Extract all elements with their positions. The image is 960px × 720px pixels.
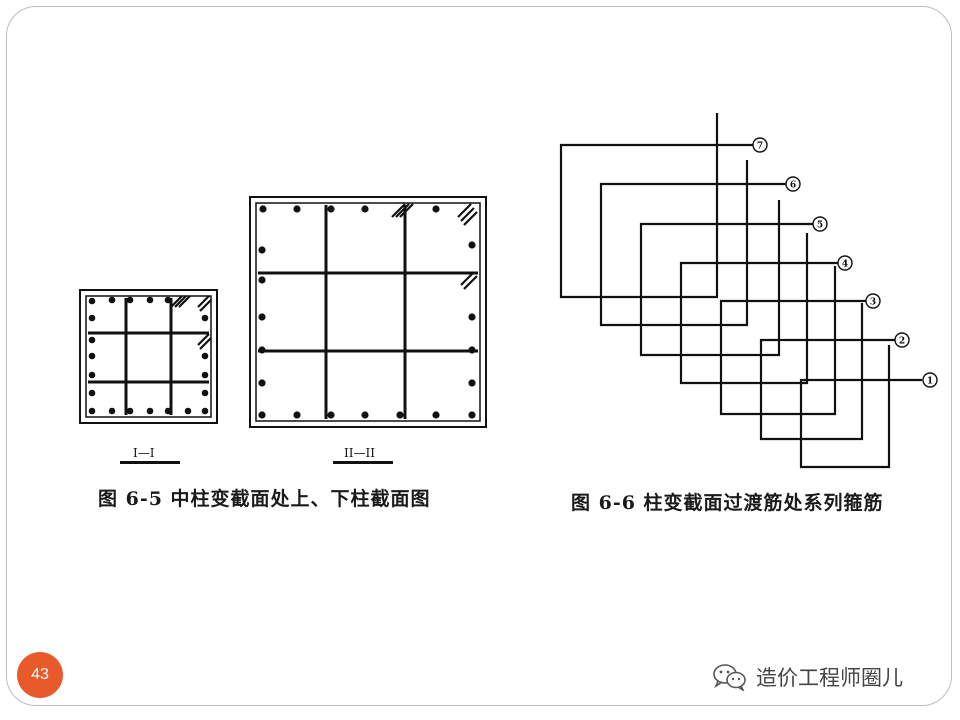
section-1-hooks: [170, 295, 212, 350]
stirrup-label-2: 2: [899, 337, 905, 347]
figure-6-5-caption: 图 6-5 中柱变截面处上、下柱截面图: [98, 488, 431, 510]
stirrup-label-5: 5: [817, 221, 823, 231]
section-2-rebars: [258, 205, 476, 419]
stirrup-1: [799, 345, 922, 469]
section-1-drawing: [79, 289, 218, 424]
section-2-label: II—II: [344, 446, 375, 460]
page-number-badge: 43: [17, 652, 63, 698]
stirrup-4: [679, 233, 838, 385]
stirrup-label-7: 7: [757, 142, 763, 152]
stirrup-series-drawing: [559, 113, 922, 469]
section-2-hooks: [391, 203, 478, 290]
section-2-underline: [333, 461, 393, 464]
section-2-inner-border: [255, 202, 481, 422]
stirrup-label-6: 6: [790, 181, 796, 191]
section-1-underline: [120, 461, 180, 464]
wechat-icon: [713, 664, 746, 691]
figure-6-6-caption: 图 6-6 柱变截面过渡筋处系列箍筋: [571, 492, 884, 514]
section-2-drawing: [249, 196, 487, 428]
brand-text: 造价工程师圈儿: [756, 666, 903, 690]
section-1-outer-border: [79, 289, 218, 424]
stirrup-label-circles: [752, 137, 938, 388]
section-2-outer-border: [249, 196, 487, 428]
slide-frame: [6, 6, 952, 706]
section-1-rebars: [88, 296, 209, 415]
section-1-inner-border: [85, 295, 212, 418]
stirrup-label-3: 3: [870, 298, 876, 308]
stirrup-5: [639, 200, 813, 357]
stirrup-6: [599, 160, 787, 327]
stirrup-label-4: 4: [842, 260, 848, 270]
stirrup-3: [719, 266, 866, 416]
stirrup-7: [559, 113, 753, 299]
stirrup-label-1: 1: [927, 377, 933, 387]
section-1-label: I—I: [133, 446, 155, 460]
brand-watermark: 造价工程师圈儿: [712, 662, 903, 692]
stirrup-2: [759, 303, 895, 441]
